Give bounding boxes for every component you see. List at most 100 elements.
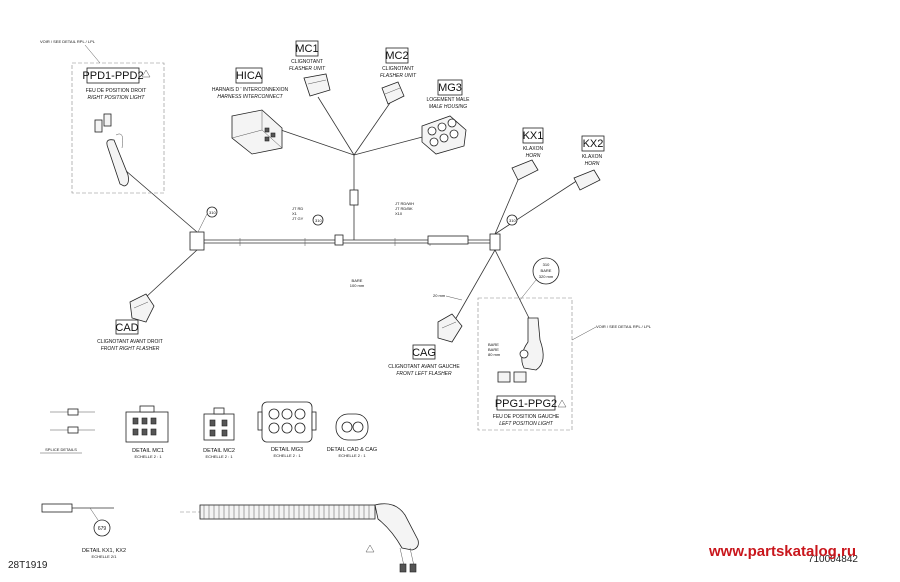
mc1-label-box — [295, 40, 319, 57]
mg3-group: MG3 LOGEMENT MALE MALE HOUSING — [421, 79, 471, 155]
ppg-socket-ring — [519, 349, 529, 359]
kx1-code: KX1 — [523, 130, 544, 142]
detail-kx-terminal — [41, 503, 73, 513]
see-detail-top: VOIR / SEE DETAIL RPL / LPL — [40, 39, 96, 44]
kx2-group: KX2 KLAXON HORN — [573, 135, 605, 191]
cad-fr: CLIGNOTANT AVANT DROIT — [97, 339, 163, 345]
figure-code: 28T1919 — [8, 560, 48, 571]
detail-pin — [209, 419, 216, 427]
mc2-en: FLASHER UNIT — [380, 73, 417, 79]
detail-mg3-body — [261, 401, 313, 443]
harness-leads — [399, 547, 415, 567]
ppg-fr: FEU DE POSITION GAUCHE — [493, 414, 560, 420]
branch-hica — [274, 127, 355, 190]
branch-mc2 — [353, 99, 393, 156]
kx2-label-box — [581, 135, 605, 152]
detail-pin — [150, 417, 157, 425]
detail-mg3-scale: ECHELLE 2 : 1 — [273, 453, 301, 458]
mc2-label-box — [385, 47, 409, 64]
see-detail-right: VOIR / SEE DETAIL RPL / LPL — [596, 324, 652, 329]
kx1-connector — [511, 159, 539, 181]
ppd-label-box — [86, 67, 140, 84]
mc1-en: FLASHER UNIT — [289, 66, 326, 72]
detail-pin — [221, 429, 228, 437]
ppd-code: PPD1-PPD2 — [82, 70, 143, 82]
mg3-fr: LOGEMENT MALE — [427, 97, 471, 103]
mg3-pin — [447, 118, 457, 128]
warning-triangle-icon — [557, 399, 567, 408]
branch-mc1 — [317, 96, 355, 156]
detail-kx-scale: ECHELLE 2/1 — [92, 554, 118, 559]
branch-mg3 — [353, 134, 431, 156]
cag-connector — [437, 313, 463, 343]
mc2-edge — [384, 87, 401, 95]
leader-line — [445, 295, 463, 301]
mg3-pin — [449, 129, 459, 139]
detail-mg3-pin — [268, 422, 280, 434]
branch-kx1 — [494, 179, 519, 235]
kx1-fr: KLAXON — [523, 146, 544, 152]
hica-pin — [264, 136, 270, 142]
harness-lead-end — [399, 563, 407, 573]
harness-lead-end — [409, 563, 417, 573]
dim-20mm: 20 mm — [433, 293, 446, 298]
splice-sleeve — [67, 426, 79, 434]
cag-edge — [441, 321, 457, 329]
detail-mg3-pin — [281, 408, 293, 420]
leader-line — [84, 44, 101, 64]
detail-cad-title: DETAIL CAD & CAG — [327, 447, 377, 453]
mg3-code: MG3 — [438, 82, 462, 94]
cag-group: CAG CLIGNOTANT AVANT GAUCHE FRONT LEFT F… — [388, 313, 463, 377]
hica-connector — [231, 109, 283, 155]
detail-mc2-latch — [213, 407, 225, 415]
ppg-en: LEFT POSITION LIGHT — [499, 421, 554, 427]
mg3-pin — [437, 122, 447, 132]
branch-ppg — [494, 249, 531, 321]
detail-pin — [150, 428, 157, 436]
mg3-pin — [439, 133, 449, 143]
detail-mg3: DETAIL MG3 ECHELLE 2 : 1 — [257, 401, 317, 458]
hica-label-box — [235, 67, 263, 84]
warning-triangle-icon — [141, 69, 151, 78]
hica-edge — [231, 129, 263, 139]
hica-code: HICA — [236, 70, 263, 82]
watermark: www.partskatalog.ru — [708, 543, 856, 560]
warning-triangle-icon — [365, 544, 375, 553]
detail-cad-pin — [352, 421, 364, 433]
mg3-en: MALE HOUSING — [429, 104, 467, 110]
mc2-connector — [381, 81, 405, 105]
harness-section — [180, 503, 419, 573]
mc1-group: MC1 CLIGNOTANT FLASHER UNIT — [289, 40, 331, 97]
detail-mg3-flange — [257, 411, 263, 431]
sleeve-left — [189, 231, 205, 251]
ppg-terminal-2 — [513, 371, 527, 383]
branch-cad — [144, 249, 198, 299]
kx2-fr: KLAXON — [582, 154, 603, 160]
detail-mg3-pin — [294, 422, 306, 434]
detail-pin — [141, 417, 148, 425]
ppg-socket — [521, 317, 544, 371]
mc1-connector — [303, 73, 331, 97]
hica-group: HICA HARNAIS D ' INTERCONNEXION HARNESS … — [212, 67, 289, 155]
detail-pin — [141, 428, 148, 436]
leader-line — [89, 507, 99, 521]
sleeve-right — [489, 233, 501, 251]
part-number-tag: 679 — [98, 526, 107, 532]
sleeve-right-long — [427, 235, 469, 245]
branch-kx2 — [494, 179, 579, 235]
splice-label: SPLICE DETAILS — [45, 447, 77, 452]
tag-310-center-text: 310 — [315, 218, 322, 223]
ppg-code: PPG1-PPG2 — [495, 398, 557, 410]
cag-code: CAG — [412, 347, 436, 359]
kx1-en: HORN — [526, 153, 541, 159]
tag-310-left-text: 310 — [209, 210, 216, 215]
detail-cad-pin — [341, 421, 353, 433]
ppd-socket — [106, 139, 129, 187]
